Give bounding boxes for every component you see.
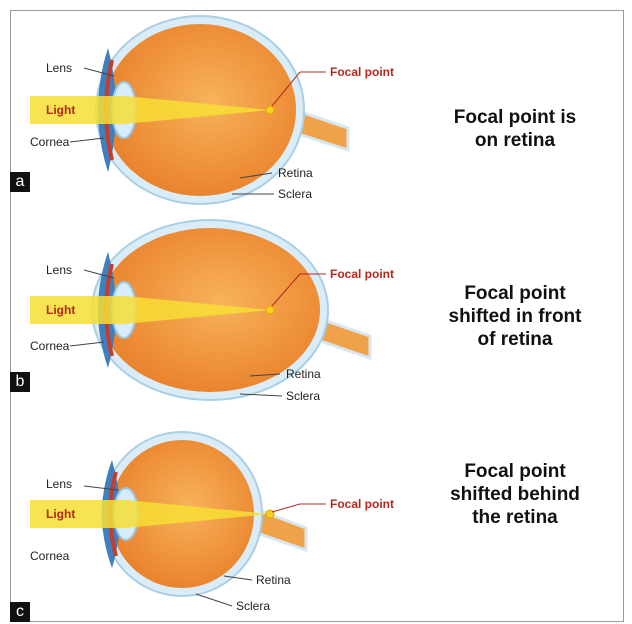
- focal-point-dot: [266, 306, 274, 314]
- cornea-leader: [70, 138, 104, 142]
- light-label: Light: [46, 103, 75, 117]
- caption-line: the retina: [430, 506, 600, 529]
- lens-label: Lens: [46, 61, 72, 75]
- focal-point-dot: [266, 106, 274, 114]
- panel-tag-b: b: [10, 372, 30, 392]
- light-label: Light: [46, 507, 75, 521]
- panel-a: Lens Light Cornea Focal point Retina Scl…: [0, 10, 632, 216]
- retina-label: Retina: [278, 166, 313, 180]
- panel-a-caption: Focal point is on retina: [430, 106, 600, 152]
- cornea-label: Cornea: [30, 549, 70, 563]
- cornea-label: Cornea: [30, 135, 70, 149]
- retina-label: Retina: [256, 573, 291, 587]
- caption-line: Focal point is: [430, 106, 600, 129]
- lens-label: Lens: [46, 263, 72, 277]
- caption-line: shifted behind: [430, 483, 600, 506]
- panel-b: Lens Light Cornea Focal point Retina Scl…: [0, 212, 632, 418]
- caption-line: Focal point: [430, 460, 600, 483]
- focal-point-label: Focal point: [330, 267, 394, 281]
- focal-leader: [272, 504, 300, 512]
- focal-point-label: Focal point: [330, 497, 394, 511]
- lens-label: Lens: [46, 477, 72, 491]
- panel-c-caption: Focal point shifted behind the retina: [430, 460, 600, 529]
- caption-line: Focal point: [430, 282, 600, 305]
- sclera-label: Sclera: [278, 187, 312, 201]
- caption-line: shifted in front: [430, 305, 600, 328]
- sclera-label: Sclera: [286, 389, 320, 403]
- panel-b-caption: Focal point shifted in front of retina: [430, 282, 600, 351]
- focal-point-dot: [266, 510, 274, 518]
- cornea-leader: [70, 342, 104, 346]
- caption-line: on retina: [430, 129, 600, 152]
- panel-tag-a: a: [10, 172, 30, 192]
- sclera-leader: [196, 594, 232, 606]
- panel-c: Lens Light Cornea Focal point Retina Scl…: [0, 416, 632, 622]
- cornea-label: Cornea: [30, 339, 70, 353]
- focal-point-label: Focal point: [330, 65, 394, 79]
- panel-tag-c: c: [10, 602, 30, 622]
- caption-line: of retina: [430, 328, 600, 351]
- sclera-label: Sclera: [236, 599, 270, 613]
- retina-label: Retina: [286, 367, 321, 381]
- light-label: Light: [46, 303, 75, 317]
